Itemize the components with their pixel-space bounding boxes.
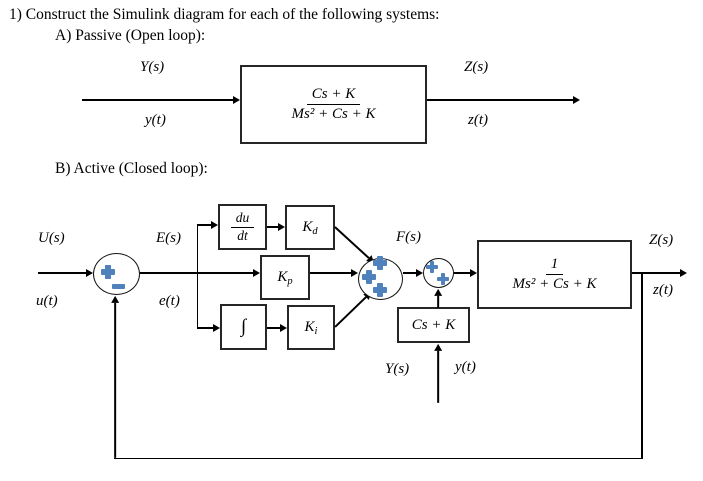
arrowhead-icon: [213, 323, 220, 332]
ki-base: K: [304, 318, 315, 335]
arrowhead-icon: [434, 343, 442, 351]
b-feedback-up-arrow: [111, 295, 119, 458]
kd-base: K: [302, 218, 313, 235]
b-branch-line: [196, 224, 199, 329]
b-kd-gain-block: Kd: [285, 205, 335, 250]
b-input-time-label: u(t): [36, 293, 58, 309]
arrowhead-icon: [470, 268, 477, 277]
b-kd-gain: Kd: [302, 219, 317, 237]
b-feedback-bottom-line: [114, 457, 642, 460]
plus-icon: [373, 256, 387, 270]
arrowhead-icon: [111, 295, 119, 303]
b-to-integrator-arrow: [197, 323, 220, 332]
b-feedback-down-line: [641, 273, 643, 459]
plus-icon: [101, 265, 115, 279]
minus-icon: [112, 284, 125, 289]
kp-base: K: [277, 268, 288, 285]
b-ki-gain-block: Ki: [287, 305, 335, 350]
a-transfer-function-block: Cs + K Ms² + Cs + K: [240, 65, 427, 144]
b-plant-numerator: 1: [545, 255, 564, 275]
section-b-heading: B) Active (Closed loop):: [55, 160, 208, 177]
b-integrator-to-ki-arrow: [267, 323, 287, 332]
b-output-arrow: [632, 268, 687, 277]
b-plant-sum-junction: [423, 258, 454, 288]
a-input-arrow: [82, 95, 240, 104]
b-force-label: F(s): [396, 229, 421, 245]
arrowhead-icon: [573, 95, 580, 104]
b-output-laplace-label: Z(s): [649, 232, 674, 248]
a-output-time-label: z(t): [468, 112, 488, 128]
b-integrator-symbol: ∫: [240, 316, 247, 337]
arrowhead-icon: [278, 222, 285, 231]
arrowhead-icon: [416, 268, 423, 277]
b-plant-denominator: Ms² + Cs + K: [512, 276, 597, 292]
b-output-time-label: z(t): [653, 282, 673, 298]
b-to-derivative-arrow: [197, 220, 218, 229]
arrowhead-icon: [351, 268, 358, 277]
b-kp-gain-block: Kp: [260, 255, 310, 300]
b-derivative-to-kd-arrow: [267, 222, 285, 231]
arrowhead-icon: [253, 268, 260, 277]
b-pid-to-plant-sum-arrow: [403, 268, 423, 277]
b-to-kp-arrow: [197, 268, 260, 277]
b-error-line: [140, 272, 198, 274]
b-plant-tf: 1 Ms² + Cs + K: [513, 255, 597, 294]
b-error-laplace-label: E(s): [156, 230, 181, 246]
a-output-arrow: [427, 95, 580, 104]
arrowhead-icon: [434, 288, 442, 296]
b-kp-to-sum-arrow: [310, 268, 358, 277]
a-transfer-function: Cs + K Ms² + Cs + K: [292, 85, 376, 124]
problem-title: 1) Construct the Simulink diagram for ea…: [9, 6, 440, 23]
ki-sub: i: [314, 325, 318, 337]
b-derivative-num: du: [230, 210, 255, 228]
b-kp-gain: Kp: [277, 269, 292, 287]
b-derivative: du dt: [230, 210, 255, 245]
b-derivative-block: du dt: [218, 204, 267, 250]
arrowhead-icon: [233, 95, 240, 104]
a-output-laplace-label: Z(s): [464, 59, 489, 75]
a-tf-numerator: Cs + K: [306, 85, 361, 105]
a-input-time-label: y(t): [145, 112, 166, 128]
arrowhead-icon: [86, 268, 93, 277]
b-road-time-label: y(t): [455, 359, 476, 375]
plus-icon: [426, 261, 438, 273]
plus-icon: [373, 283, 387, 297]
arrowhead-icon: [280, 323, 287, 332]
arrowhead-icon: [680, 268, 687, 277]
arrowhead-icon: [211, 220, 218, 229]
b-integrator-block: ∫: [220, 304, 267, 350]
kd-sub: d: [312, 225, 318, 237]
plus-icon: [437, 273, 449, 285]
b-input-laplace-label: U(s): [38, 230, 65, 246]
a-tf-denominator: Ms² + Cs + K: [291, 106, 376, 122]
b-road-laplace-label: Y(s): [385, 361, 410, 377]
kp-sub: p: [287, 275, 293, 287]
b-kd-to-sum-arrow: [334, 226, 377, 266]
b-road-tf-block: Cs + K: [397, 307, 470, 343]
b-sum-to-plant-arrow: [454, 268, 477, 277]
b-road-input-arrow: [434, 343, 442, 403]
b-error-time-label: e(t): [159, 293, 180, 309]
b-ki-gain: Ki: [305, 319, 318, 337]
b-derivative-den: dt: [237, 227, 248, 243]
b-ki-to-sum-arrow: [334, 289, 374, 328]
a-input-laplace-label: Y(s): [140, 59, 165, 75]
section-a-heading: A) Passive (Open loop):: [55, 27, 206, 44]
plus-icon: [362, 270, 376, 284]
b-road-to-sum-arrow: [434, 288, 442, 308]
b-road-tf: Cs + K: [411, 316, 456, 333]
b-plant-block: 1 Ms² + Cs + K: [477, 240, 632, 309]
b-input-arrow: [38, 268, 93, 277]
